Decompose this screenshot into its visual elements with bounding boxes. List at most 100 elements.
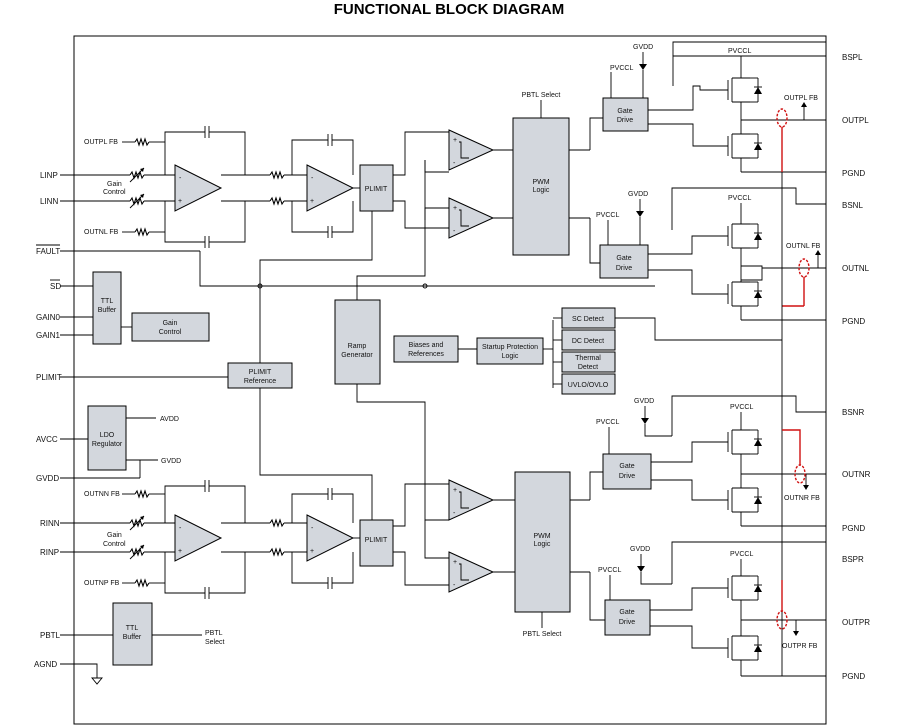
outpr-fb-out: OUTPR FB: [782, 643, 818, 650]
pbtl-select-l1: PBTL: [205, 630, 223, 637]
pin-avcc: AVCC: [36, 435, 58, 444]
pin-agnd: AGND: [34, 660, 57, 669]
ldo-l2: Regulator: [92, 441, 123, 448]
gvdd-3: GVDD: [634, 398, 654, 405]
gvdd-out-label: GVDD: [161, 458, 181, 465]
biases-references: [393, 335, 459, 363]
startup-protection-logic: [476, 337, 544, 365]
gate-drive-2-l1: Gate: [616, 255, 631, 262]
pin-rinn: RINN: [40, 519, 60, 528]
plimit-right-label: PLIMIT: [365, 537, 388, 544]
pin-pbtl: PBTL: [40, 631, 61, 640]
pin-pgnd-2: PGND: [842, 317, 865, 326]
pwm-logic-bottom-l1: PWM: [533, 533, 550, 540]
pin-bsnr: BSNR: [842, 408, 864, 417]
left-channel-front-end: OUTPL FB Gain Control OUTNL FB: [84, 92, 570, 256]
pbtl-select-top: PBTL Select: [522, 92, 561, 99]
left-output-stage: Gate Drive PVCCL GVDD PVCCL OUTPL FB Gat…: [569, 41, 826, 321]
pwm-logic-top: [512, 117, 570, 256]
ttl-buffer-gain-l2: Buffer: [98, 307, 117, 314]
pin-fault: FAULT: [36, 247, 60, 256]
gate-drive-1-l2: Drive: [617, 117, 633, 124]
gain-control-label-r1: Gain: [107, 532, 122, 539]
pbtl-select-bottom: PBTL Select: [523, 631, 562, 638]
startup-l1: Startup Protection: [482, 344, 538, 351]
pvccl-2: PVCCL: [596, 212, 619, 219]
ldo-l1: LDO: [100, 432, 115, 439]
gate-drive-2: [599, 244, 649, 279]
pin-sd: SD: [50, 282, 61, 291]
avdd-label: AVDD: [160, 416, 179, 423]
outpl-fb-label: OUTPL FB: [84, 139, 118, 146]
sc-detect-label: SC Detect: [572, 316, 604, 323]
pin-linn: LINN: [40, 197, 58, 206]
pvccl-4-fet: PVCCL: [730, 551, 753, 558]
plimit-left-label: PLIMIT: [365, 186, 388, 193]
gate-drive-2-l2: Drive: [616, 265, 632, 272]
pin-outnr: OUTNR: [842, 470, 871, 479]
right-pins: BSPL OUTPL PGND BSNL OUTNL PGND BSNR OUT…: [842, 53, 871, 681]
right-channel-front-end: OUTNN FB Gain Control OUTNP FB: [84, 471, 571, 638]
uvlo-ovlo-label: UVLO/OVLO: [568, 382, 609, 389]
pwm-logic-bottom-l2: Logic: [534, 541, 551, 548]
pin-bspl: BSPL: [842, 53, 863, 62]
ldo-regulator: [87, 405, 127, 471]
gvdd-2: GVDD: [628, 191, 648, 198]
outnl-fb-out: OUTNL FB: [786, 243, 821, 250]
pvccl-3-fet: PVCCL: [730, 404, 753, 411]
dc-detect: [561, 329, 616, 351]
gate-drive-3: [602, 453, 652, 490]
outnl-sense-marker: [798, 258, 810, 278]
pin-pgnd-3: PGND: [842, 524, 865, 533]
pbtl-select-l2: Select: [205, 639, 225, 646]
pin-pgnd-1: PGND: [842, 169, 865, 178]
plimit-reference: [227, 362, 293, 389]
diagram-title: FUNCTIONAL BLOCK DIAGRAM: [334, 1, 565, 18]
gate-drive-4: [604, 599, 651, 636]
gate-drive-4-l1: Gate: [619, 609, 634, 616]
pwm-logic-top-l1: PWM: [532, 179, 549, 186]
gain-control-block-l1: Gain: [163, 320, 178, 327]
dc-detect-label: DC Detect: [572, 338, 604, 345]
pin-outpl: OUTPL: [842, 116, 869, 125]
chip-boundary: [73, 35, 827, 725]
pin-pgnd-4: PGND: [842, 672, 865, 681]
pin-gain0: GAIN0: [36, 313, 61, 322]
outnr-fb-out: OUTNR FB: [784, 495, 820, 502]
pvccl-3: PVCCL: [596, 419, 619, 426]
outnl-fb-label: OUTNL FB: [84, 229, 119, 236]
ramp-generator: [334, 299, 381, 385]
thermal-detect: [561, 351, 616, 373]
gate-drive-1-l1: Gate: [617, 108, 632, 115]
ttl-buffer-pbtl-l2: Buffer: [123, 634, 142, 641]
pin-rinp: RINP: [40, 548, 59, 557]
startup-l2: Logic: [502, 353, 519, 360]
uvlo-ovlo: [561, 373, 616, 395]
biases-l2: References: [408, 351, 444, 358]
plimit-block-right: [359, 519, 394, 567]
pin-outnl: OUTNL: [842, 264, 870, 273]
gain-control-block-l2: Control: [159, 329, 182, 336]
gain-control-block: [131, 312, 210, 342]
pin-outpr: OUTPR: [842, 618, 870, 627]
thermal-l1: Thermal: [575, 355, 601, 362]
biases-l1: Biases and: [409, 342, 444, 349]
right-output-stage: Gate Drive PVCCL GVDD PVCCL OUTNR FB Gat…: [570, 395, 827, 677]
pin-bsnl: BSNL: [842, 201, 863, 210]
pwm-logic-top-l2: Logic: [533, 187, 550, 194]
outnp-fb-label: OUTNP FB: [84, 580, 120, 587]
gain-control-label-r2: Control: [103, 541, 126, 548]
gvdd-1: GVDD: [633, 44, 653, 51]
outpl-sense-marker: [776, 108, 788, 128]
gvdd-4: GVDD: [630, 546, 650, 553]
gate-drive-3-l2: Drive: [619, 473, 635, 480]
plimit-ref-l2: Reference: [244, 378, 276, 385]
pvccl-1: PVCCL: [610, 65, 633, 72]
gain-control-label-l1: Gain: [107, 181, 122, 188]
plimit-block-left: [359, 164, 394, 212]
pin-gain1: GAIN1: [36, 331, 61, 340]
pvccl-1-fet: PVCCL: [728, 48, 751, 55]
pin-gvdd: GVDD: [36, 474, 59, 483]
ttl-buffer-gain: [92, 271, 122, 345]
ttl-buffer-gain-l1: TTL: [101, 298, 114, 305]
